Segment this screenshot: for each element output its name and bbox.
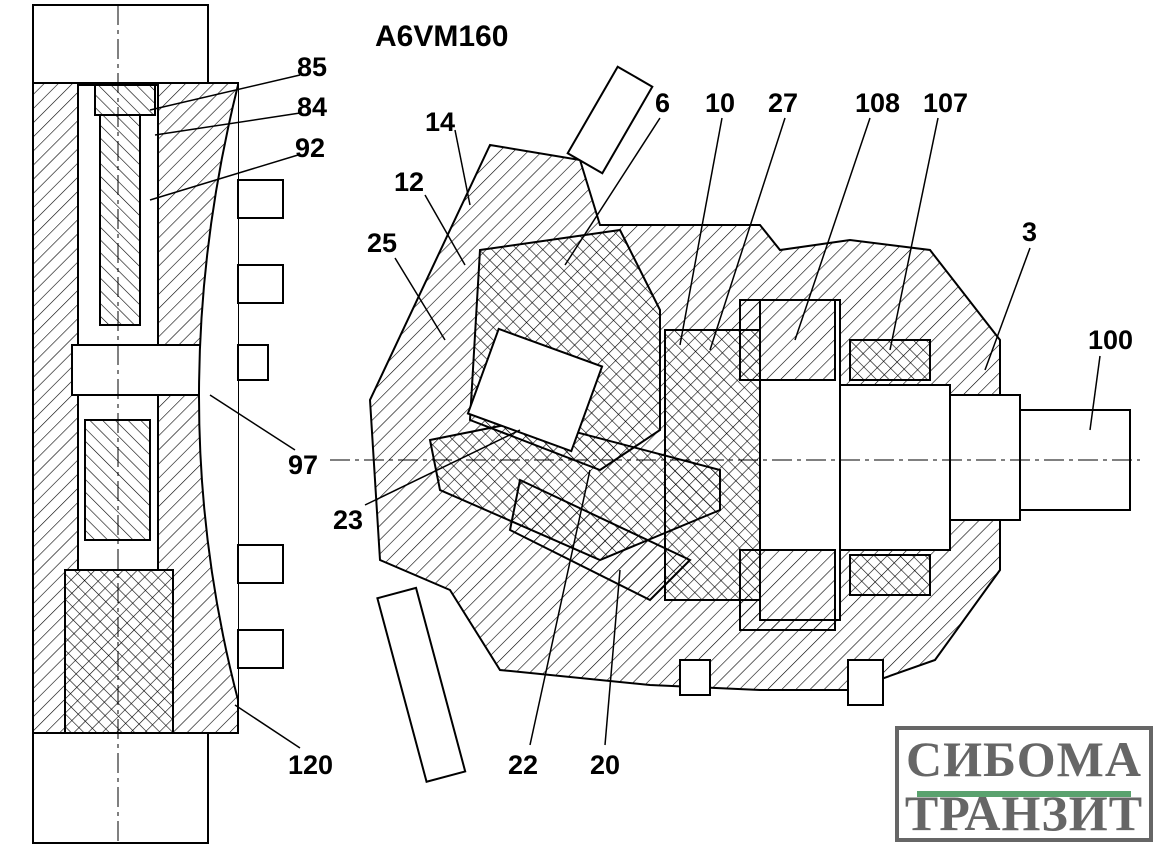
model-title: A6VM160: [375, 20, 508, 53]
callout-120: 120: [288, 750, 333, 780]
callout-92: 92: [295, 133, 325, 163]
motor-housing: [330, 65, 1140, 783]
callout-85: 85: [297, 52, 327, 82]
callout-6: 6: [655, 88, 670, 118]
callout-14: 14: [425, 107, 455, 137]
callout-20: 20: [590, 750, 620, 780]
logo-line1: СИБОМА: [906, 731, 1142, 787]
callout-23: 23: [333, 505, 363, 535]
callout-108: 108: [855, 88, 900, 118]
callout-84: 84: [297, 92, 327, 122]
callout-12: 12: [394, 167, 424, 197]
callout-3: 3: [1022, 217, 1037, 247]
callout-25: 25: [367, 228, 397, 258]
control-valve-block: [32, 4, 284, 844]
leader-lines: [149, 74, 1101, 749]
logo-bar: [917, 791, 1131, 797]
callout-22: 22: [508, 750, 538, 780]
callout-97: 97: [288, 450, 318, 480]
callout-27: 27: [768, 88, 798, 118]
callout-10: 10: [705, 88, 735, 118]
logo-line2: ТРАНЗИТ: [904, 785, 1144, 841]
callout-100: 100: [1088, 325, 1133, 355]
callout-107: 107: [923, 88, 968, 118]
company-logo: СИБОМА ТРАНЗИТ: [895, 726, 1153, 842]
